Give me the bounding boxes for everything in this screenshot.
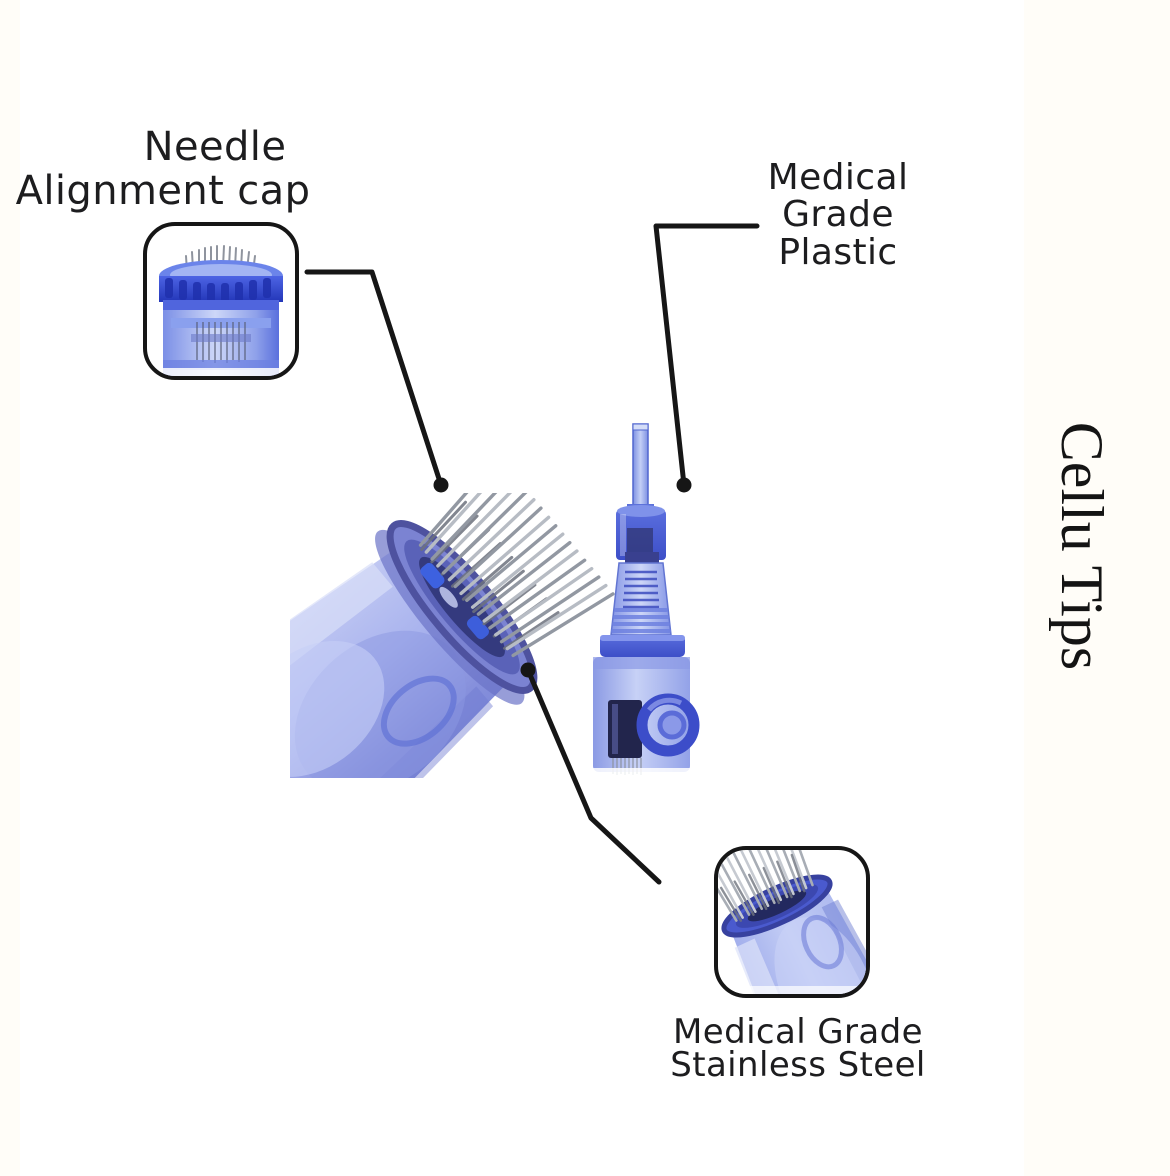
stainless-needles-closeup-image <box>718 850 866 994</box>
label-needle-alignment-cap-line1: Needle <box>143 124 287 170</box>
label-medical-grade-plastic-line2: Grade <box>782 194 894 235</box>
inset-needle-alignment-cap <box>143 222 299 380</box>
label-medical-grade-plastic-line3: Plastic <box>778 232 898 273</box>
label-needle-alignment-cap-line2: Alignment cap <box>15 168 311 214</box>
label-medical-grade-plastic-line1: Medical <box>767 157 909 198</box>
needle-cap-closeup-image <box>159 245 283 376</box>
page-title: Cellu Tips <box>1049 421 1115 671</box>
label-stainless-steel-line1: Medical Grade <box>673 1012 923 1052</box>
cartridge-head-closeup-image <box>290 493 615 778</box>
full-cartridge-image <box>591 423 701 778</box>
label-stainless-steel-line2: Stainless Steel <box>670 1045 926 1085</box>
inset-stainless-steel-needles <box>714 846 870 998</box>
